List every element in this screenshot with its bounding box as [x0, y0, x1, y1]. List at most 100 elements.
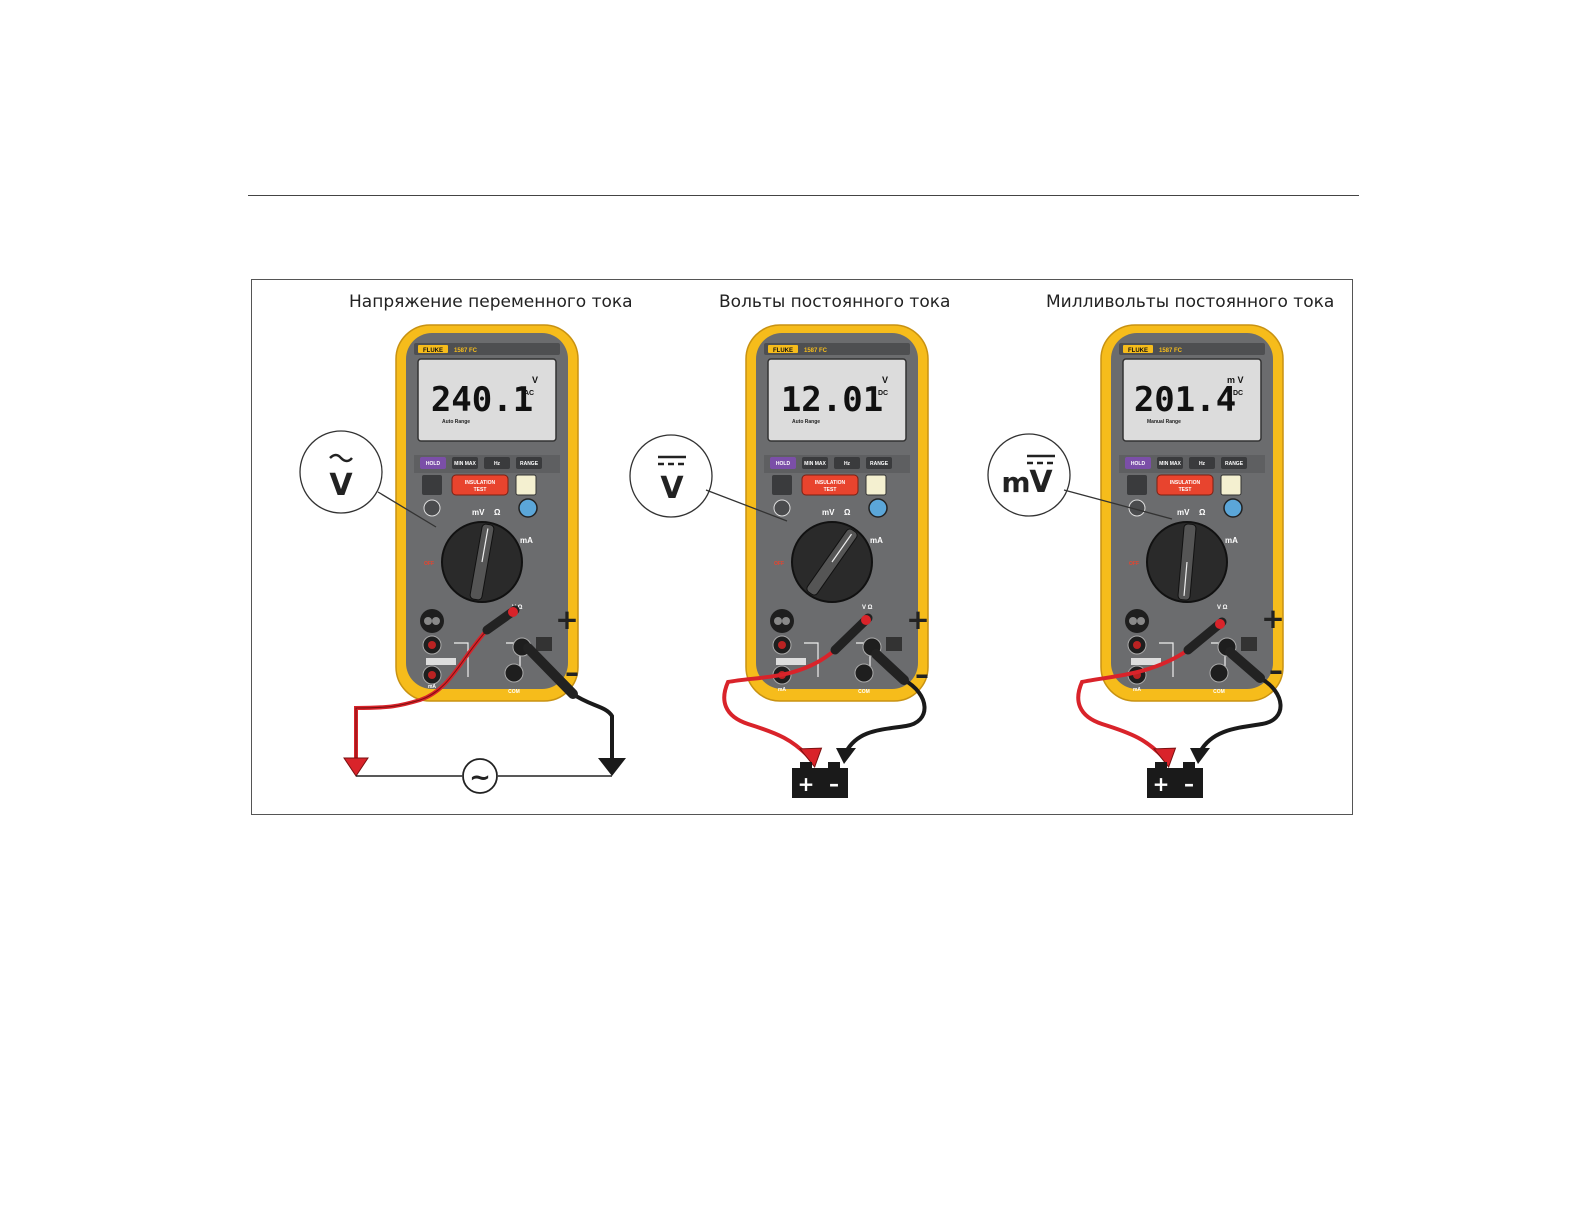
insulation-test-button-line1[interactable]: INSULATION	[1170, 480, 1201, 486]
lcd-unit-bottom: DC	[1233, 390, 1243, 397]
com-jack-label: COM	[858, 689, 870, 695]
dial-off-label: OFF	[774, 561, 784, 567]
insulation-test-button-line2[interactable]: TEST	[824, 487, 837, 493]
black-probe-handle-ac	[523, 643, 578, 699]
dial-ma-label: mA	[870, 536, 883, 545]
black-test-lead-dc	[844, 678, 927, 754]
black-test-lead-ac	[571, 692, 614, 758]
minmax-button[interactable]: MIN MAX	[454, 461, 476, 467]
rotary-dial-pointer[interactable]	[805, 527, 858, 596]
minmax-button[interactable]: MIN MAX	[804, 461, 826, 467]
battery-minus-mv: –	[1184, 772, 1194, 796]
callout-m-prefix: m	[1001, 466, 1030, 499]
minus-label-mv: –	[1269, 654, 1283, 687]
lcd-reading: 201.4	[1134, 380, 1236, 420]
black-probe-tip-mv	[1190, 748, 1210, 764]
range-button[interactable]: RANGE	[520, 461, 539, 467]
callout-v-ac: V	[329, 468, 353, 503]
battery-mv	[1147, 768, 1203, 798]
lcd-reading: 12.01	[781, 380, 883, 420]
hz-button[interactable]: Hz	[844, 461, 851, 467]
ac-source-tilde: ~	[469, 763, 491, 793]
dial-mv-label: mV	[472, 508, 485, 517]
dial-off-label: OFF	[1129, 561, 1139, 567]
panel-title-dc-volts: Вольты постоянного тока	[719, 292, 951, 312]
black-probe-handle-mv	[1225, 647, 1265, 683]
callout-leader-dc	[705, 489, 788, 522]
callout-leader-ac	[377, 491, 437, 528]
header-rule	[248, 195, 1359, 196]
hz-button[interactable]: Hz	[1199, 461, 1206, 467]
dial-ohm-label: Ω	[844, 508, 851, 517]
meter-ac-volts: FLUKE 1587 FC 240.1 V AC Auto Range HOLD…	[395, 324, 579, 702]
hold-button[interactable]: HOLD	[426, 461, 441, 467]
lcd-unit-bottom: DC	[878, 390, 888, 397]
plus-label-ac: +	[555, 603, 578, 636]
com-jack-label: COM	[508, 689, 520, 695]
model-label: 1587 FC	[1159, 348, 1183, 354]
rotary-dial-pointer[interactable]	[1177, 523, 1197, 601]
panel-title-ac-volts: Напряжение переменного тока	[349, 292, 633, 312]
dial-ma-label: mA	[520, 536, 533, 545]
brand-logo: FLUKE	[1128, 348, 1148, 354]
insulation-test-button-line1[interactable]: INSULATION	[815, 480, 846, 486]
callout-circle-dc	[629, 434, 713, 518]
v-jack-label: V Ω	[862, 605, 873, 611]
battery-dc	[792, 768, 848, 798]
dial-ohm-label: Ω	[494, 508, 501, 517]
dial-mv-label: mV	[822, 508, 835, 517]
lcd-status: Manual Range	[1147, 419, 1181, 425]
black-test-lead-mv	[1198, 676, 1283, 754]
ma-jack-label: mA	[778, 687, 786, 693]
lcd-reading: 240.1	[431, 380, 533, 420]
rotary-dial-pointer[interactable]	[469, 523, 495, 601]
hz-button[interactable]: Hz	[494, 461, 501, 467]
red-probe-tip-mv	[1152, 747, 1177, 768]
com-jack-label: COM	[1213, 689, 1225, 695]
dial-ma-label: mA	[1225, 536, 1238, 545]
panel-title-dc-millivolts: Милливольты постоянного тока	[1046, 292, 1335, 312]
ma-jack-label: mA	[428, 684, 436, 690]
callout-circle-ac	[299, 430, 383, 514]
red-test-lead-dc	[722, 648, 837, 758]
callout-v-mv: V	[1029, 465, 1053, 500]
meter-dc-millivolts: FLUKE 1587 FC 201.4 m V DC Manual Range …	[1100, 324, 1284, 702]
red-probe-tip-ac	[343, 757, 369, 777]
model-label: 1587 FC	[454, 348, 478, 354]
brand-logo: FLUKE	[773, 348, 793, 354]
dial-off-label: OFF	[424, 561, 434, 567]
dial-ohm-label: Ω	[1199, 508, 1206, 517]
lcd-status: Auto Range	[442, 419, 470, 425]
insulation-test-button-line1[interactable]: INSULATION	[465, 480, 496, 486]
callout-leader-mv	[1063, 489, 1173, 520]
insulation-test-button-line2[interactable]: TEST	[1179, 487, 1192, 493]
lcd-unit-top: m V	[1227, 375, 1244, 385]
brand-logo: FLUKE	[423, 348, 443, 354]
ac-wave-icon	[329, 453, 353, 463]
minus-label-ac: –	[565, 656, 579, 689]
black-probe-tip-ac	[598, 758, 626, 776]
meter-dc-volts: FLUKE 1587 FC 12.01 V DC Auto Range HOLD…	[745, 324, 929, 702]
battery-plus-mv: +	[1153, 772, 1170, 796]
minus-label-dc: –	[915, 658, 929, 691]
lcd-status: Auto Range	[792, 419, 820, 425]
range-button[interactable]: RANGE	[870, 461, 889, 467]
lcd-unit-top: V	[532, 375, 538, 385]
lcd-unit-top: V	[882, 375, 888, 385]
dial-mv-label: mV	[1177, 508, 1190, 517]
hold-button[interactable]: HOLD	[1131, 461, 1146, 467]
red-test-lead-mv	[1076, 648, 1190, 758]
minmax-button[interactable]: MIN MAX	[1159, 461, 1181, 467]
range-button[interactable]: RANGE	[1225, 461, 1244, 467]
insulation-test-button-line2[interactable]: TEST	[474, 487, 487, 493]
v-jack-label: V Ω	[1217, 605, 1228, 611]
black-probe-tip-dc	[836, 748, 856, 764]
battery-plus-dc: +	[798, 772, 815, 796]
plus-label-dc: +	[906, 603, 929, 636]
hold-button[interactable]: HOLD	[776, 461, 791, 467]
callout-circle-mv	[987, 433, 1071, 517]
battery-minus-dc: –	[829, 772, 839, 796]
ma-jack-label: mA	[1133, 687, 1141, 693]
red-probe-tip-dc	[798, 747, 823, 768]
model-label: 1587 FC	[804, 348, 828, 354]
